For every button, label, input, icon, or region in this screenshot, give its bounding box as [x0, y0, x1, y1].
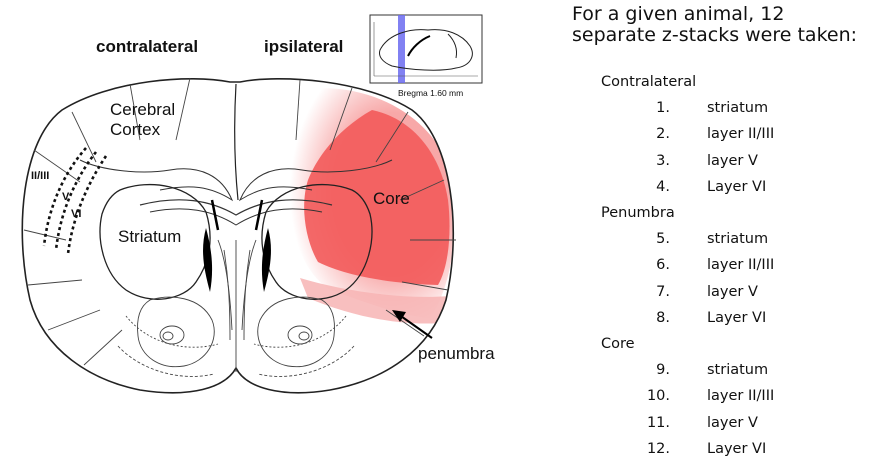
list-item-text: layer II/III: [707, 257, 774, 273]
bregma-label: Bregma 1.60 mm: [398, 88, 463, 98]
list-item-number: 1.: [630, 100, 670, 116]
layer-v-label: V: [62, 191, 69, 203]
core-label: Core: [373, 189, 410, 209]
list-item-text: Layer VI: [707, 310, 766, 326]
list-item-text: layer II/III: [707, 388, 774, 404]
bregma-inset: [370, 15, 482, 83]
list-item-number: 6.: [630, 257, 670, 273]
layer-ii-iii-label: II/III: [31, 170, 49, 182]
list-item-number: 9.: [630, 362, 670, 378]
z-stack-list-panel: For a given animal, 12 separate z-stacks…: [572, 4, 884, 46]
list-item-number: 7.: [630, 284, 670, 300]
ventricle-right: [262, 228, 271, 292]
layer-vi-label: VI: [71, 208, 81, 220]
cerebral-cortex-label: Cerebral Cortex: [110, 100, 175, 140]
contralateral-label: contralateral: [96, 37, 198, 57]
list-item-text: layer V: [707, 284, 758, 300]
list-item-text: striatum: [707, 231, 768, 247]
penumbra-label: penumbra: [418, 344, 495, 364]
list-item-number: 3.: [630, 153, 670, 169]
list-item-number: 12.: [630, 441, 670, 457]
list-item-text: striatum: [707, 362, 768, 378]
list-item-number: 2.: [630, 126, 670, 142]
list-item-text: layer V: [707, 415, 758, 431]
group-title-penumbra: Penumbra: [601, 205, 675, 221]
list-item-text: layer II/III: [707, 126, 774, 142]
brain-diagram: contralateral ipsilateral Cerebral Corte…: [0, 0, 560, 457]
list-item-number: 10.: [630, 388, 670, 404]
ipsilateral-label: ipsilateral: [264, 37, 343, 57]
intro-line-2: separate z-stacks were taken:: [572, 25, 884, 46]
group-title-contralateral: Contralateral: [601, 74, 696, 90]
list-item-text: striatum: [707, 100, 768, 116]
list-item-number: 11.: [630, 415, 670, 431]
list-item-number: 4.: [630, 179, 670, 195]
list-item-number: 5.: [630, 231, 670, 247]
cerebral-cortex-line-1: Cerebral: [110, 100, 175, 120]
list-item-text: layer V: [707, 153, 758, 169]
intro-line-1: For a given animal, 12: [572, 4, 884, 25]
list-item-number: 8.: [630, 310, 670, 326]
list-item-text: Layer VI: [707, 441, 766, 457]
striatum-label: Striatum: [118, 227, 181, 247]
group-title-core: Core: [601, 336, 635, 352]
list-item-text: Layer VI: [707, 179, 766, 195]
brain-section-drawing: [0, 0, 560, 457]
cerebral-cortex-line-2: Cortex: [110, 120, 175, 140]
